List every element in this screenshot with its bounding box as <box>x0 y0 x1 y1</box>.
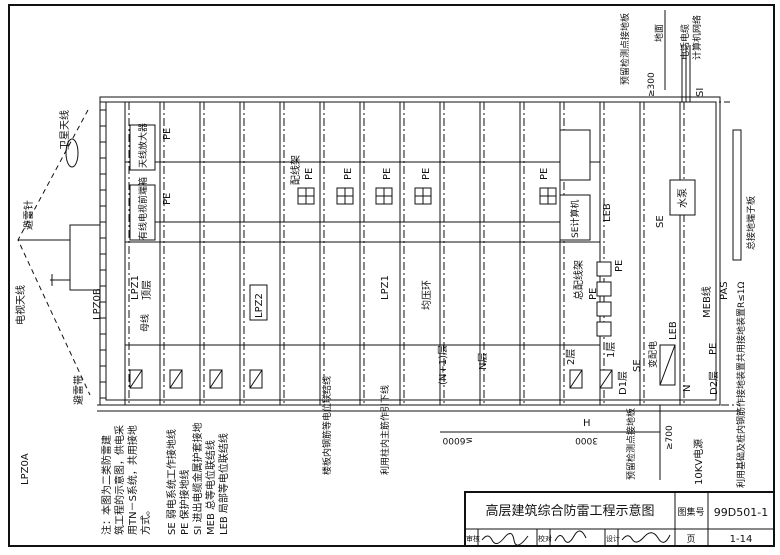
power-10kv-label: 10KV电源 <box>692 439 705 485</box>
se-label: SE <box>632 359 643 372</box>
satellite-antenna-label: 卫星天线 <box>58 110 71 150</box>
check-label: 校对 <box>538 534 552 543</box>
antenna-amplifier-box <box>129 124 156 171</box>
pe-label: PE <box>304 168 315 180</box>
satellite-dish-icon <box>65 138 79 168</box>
main-distribution-frame-label: 总配线架 <box>572 260 585 300</box>
pe-label: PE <box>382 168 393 180</box>
transformer-label: 变配电 <box>647 341 659 368</box>
busbar-label: 母线 <box>139 314 151 332</box>
catv-headend-label: 有线电视前端箱 <box>137 177 149 240</box>
legend-item: MEB 总等电位联结线 <box>204 440 217 535</box>
foundation-earth-label: 利用基础及桩内钢筋作接地装置共用接地装置R≤1Ω <box>735 281 747 488</box>
pe-label: PE <box>614 260 625 272</box>
pe-label: PE <box>539 168 550 180</box>
n-label: N <box>682 385 693 392</box>
column-rebar-label: 利用柱内主筋作引下线 <box>379 385 391 475</box>
drawing-title: 高层建筑综合防雷工程示意图 <box>485 503 654 519</box>
zone-lpz1-top: LPZ1 <box>130 275 141 300</box>
note-line: 方式。 <box>139 505 152 535</box>
review-label: 审核 <box>466 534 480 543</box>
zone-lpz0a: LPZ0A <box>20 453 31 485</box>
note-line: 用TN－S系统，共用接地 <box>126 425 139 535</box>
si-label: SI <box>695 88 706 97</box>
design-label: 设计 <box>606 534 620 543</box>
floor-1: 1层 <box>605 342 617 358</box>
antenna-amplifier-label: 天线放大器 <box>137 123 149 168</box>
leb-label: LEB <box>668 321 679 340</box>
pe-label: PE <box>162 128 173 140</box>
pas-label: PAS <box>719 281 730 300</box>
distribution-frame-label: 配线架 <box>289 155 302 185</box>
atlas-label: 图集号 <box>677 506 704 518</box>
legend-item: LEB 局部等电位联结线 <box>217 433 230 535</box>
page-label: 页 <box>686 534 695 545</box>
pe-label: PE <box>708 343 719 355</box>
main-earth-bar-label: 总接地端子板 <box>745 196 757 250</box>
dim-300: ≥300 <box>647 72 657 97</box>
zone-lpz0b: LPZ0B <box>92 288 103 320</box>
se-label: SE <box>655 215 666 228</box>
floor-n: N层 <box>477 353 489 370</box>
water-pump-label: 水泵 <box>677 188 689 208</box>
note-line: 注：本图为二类防雷建 <box>100 435 113 535</box>
sheet-border <box>8 4 775 547</box>
water-pump-box <box>669 179 696 216</box>
top-floor-label: 顶层 <box>141 280 153 300</box>
lightning-belt-label: 避雷带 <box>72 375 85 405</box>
dim-6000: ≤6000 <box>442 435 473 445</box>
equalizing-ring-label: 均压环 <box>421 280 433 310</box>
page-number: 1-14 <box>730 534 753 545</box>
test-point-top-label: 预留检测点接地板 <box>619 13 631 85</box>
dim-3000: 3000 <box>575 435 598 445</box>
legend-item: PE 保护接地线 <box>178 469 191 535</box>
notes: 注：本图为二类防雷建 筑工程的示意图，供电采 用TN－S系统，共用接地 方式。 … <box>100 423 230 535</box>
computer-box <box>559 194 591 241</box>
protection-zone-lines <box>17 109 91 396</box>
title-block: 高层建筑综合防雷工程示意图 图集号 99D501-1 审核 校对 设计 页 1-… <box>464 491 775 547</box>
leb-label: LEB <box>602 203 613 222</box>
equipment <box>129 124 742 389</box>
floor-rebar-bonding-label: 楼板内钢筋等电位联结线 <box>321 376 333 475</box>
service-entries <box>440 10 691 480</box>
floor-2: 2层 <box>565 349 577 365</box>
main-earth-bar <box>732 129 742 261</box>
lightning-rod-label: 避雷针 <box>22 200 35 230</box>
meb-line-label: MEB线 <box>700 286 713 318</box>
legend-item: SI 进出电缆金属护套接地 <box>191 423 204 535</box>
floor-n-plus-1: (N+1)层 <box>437 345 449 385</box>
weak-current-box <box>559 129 591 181</box>
pe-label: PE <box>343 168 354 180</box>
computer-network-label: 计算机网络 <box>691 15 703 60</box>
checker-signature <box>554 530 587 543</box>
zone-lpz2: LPZ2 <box>254 293 265 318</box>
telephone-cable-label: 电话电缆 <box>679 24 691 60</box>
dim-h: H <box>583 418 591 429</box>
dim-700: ≥700 <box>665 425 675 450</box>
ground-surface-label: 地面 <box>653 24 665 42</box>
test-point-bottom-label: 预留检测点接地板 <box>625 408 637 480</box>
lpz2-box <box>249 284 268 321</box>
building-structure <box>69 96 740 412</box>
pe-label: PE <box>588 288 599 300</box>
legend-item: SE 弱电系统工作接地线 <box>165 429 178 535</box>
atlas-number: 99D501-1 <box>714 506 768 519</box>
designer-signature <box>621 532 671 543</box>
reviewer-signature <box>481 533 529 546</box>
pe-label: PE <box>421 168 432 180</box>
computer-box-label: SE计算机 <box>569 200 581 238</box>
tv-antenna-label: 电视天线 <box>14 285 27 325</box>
note-line: 筑工程的示意图，供电采 <box>113 425 126 535</box>
pe-label: PE <box>162 193 173 205</box>
floor-d2: D2层 <box>708 371 720 395</box>
floor-d1: D1层 <box>617 371 629 395</box>
zone-lpz1: LPZ1 <box>380 275 391 300</box>
catv-headend-box <box>129 184 156 241</box>
